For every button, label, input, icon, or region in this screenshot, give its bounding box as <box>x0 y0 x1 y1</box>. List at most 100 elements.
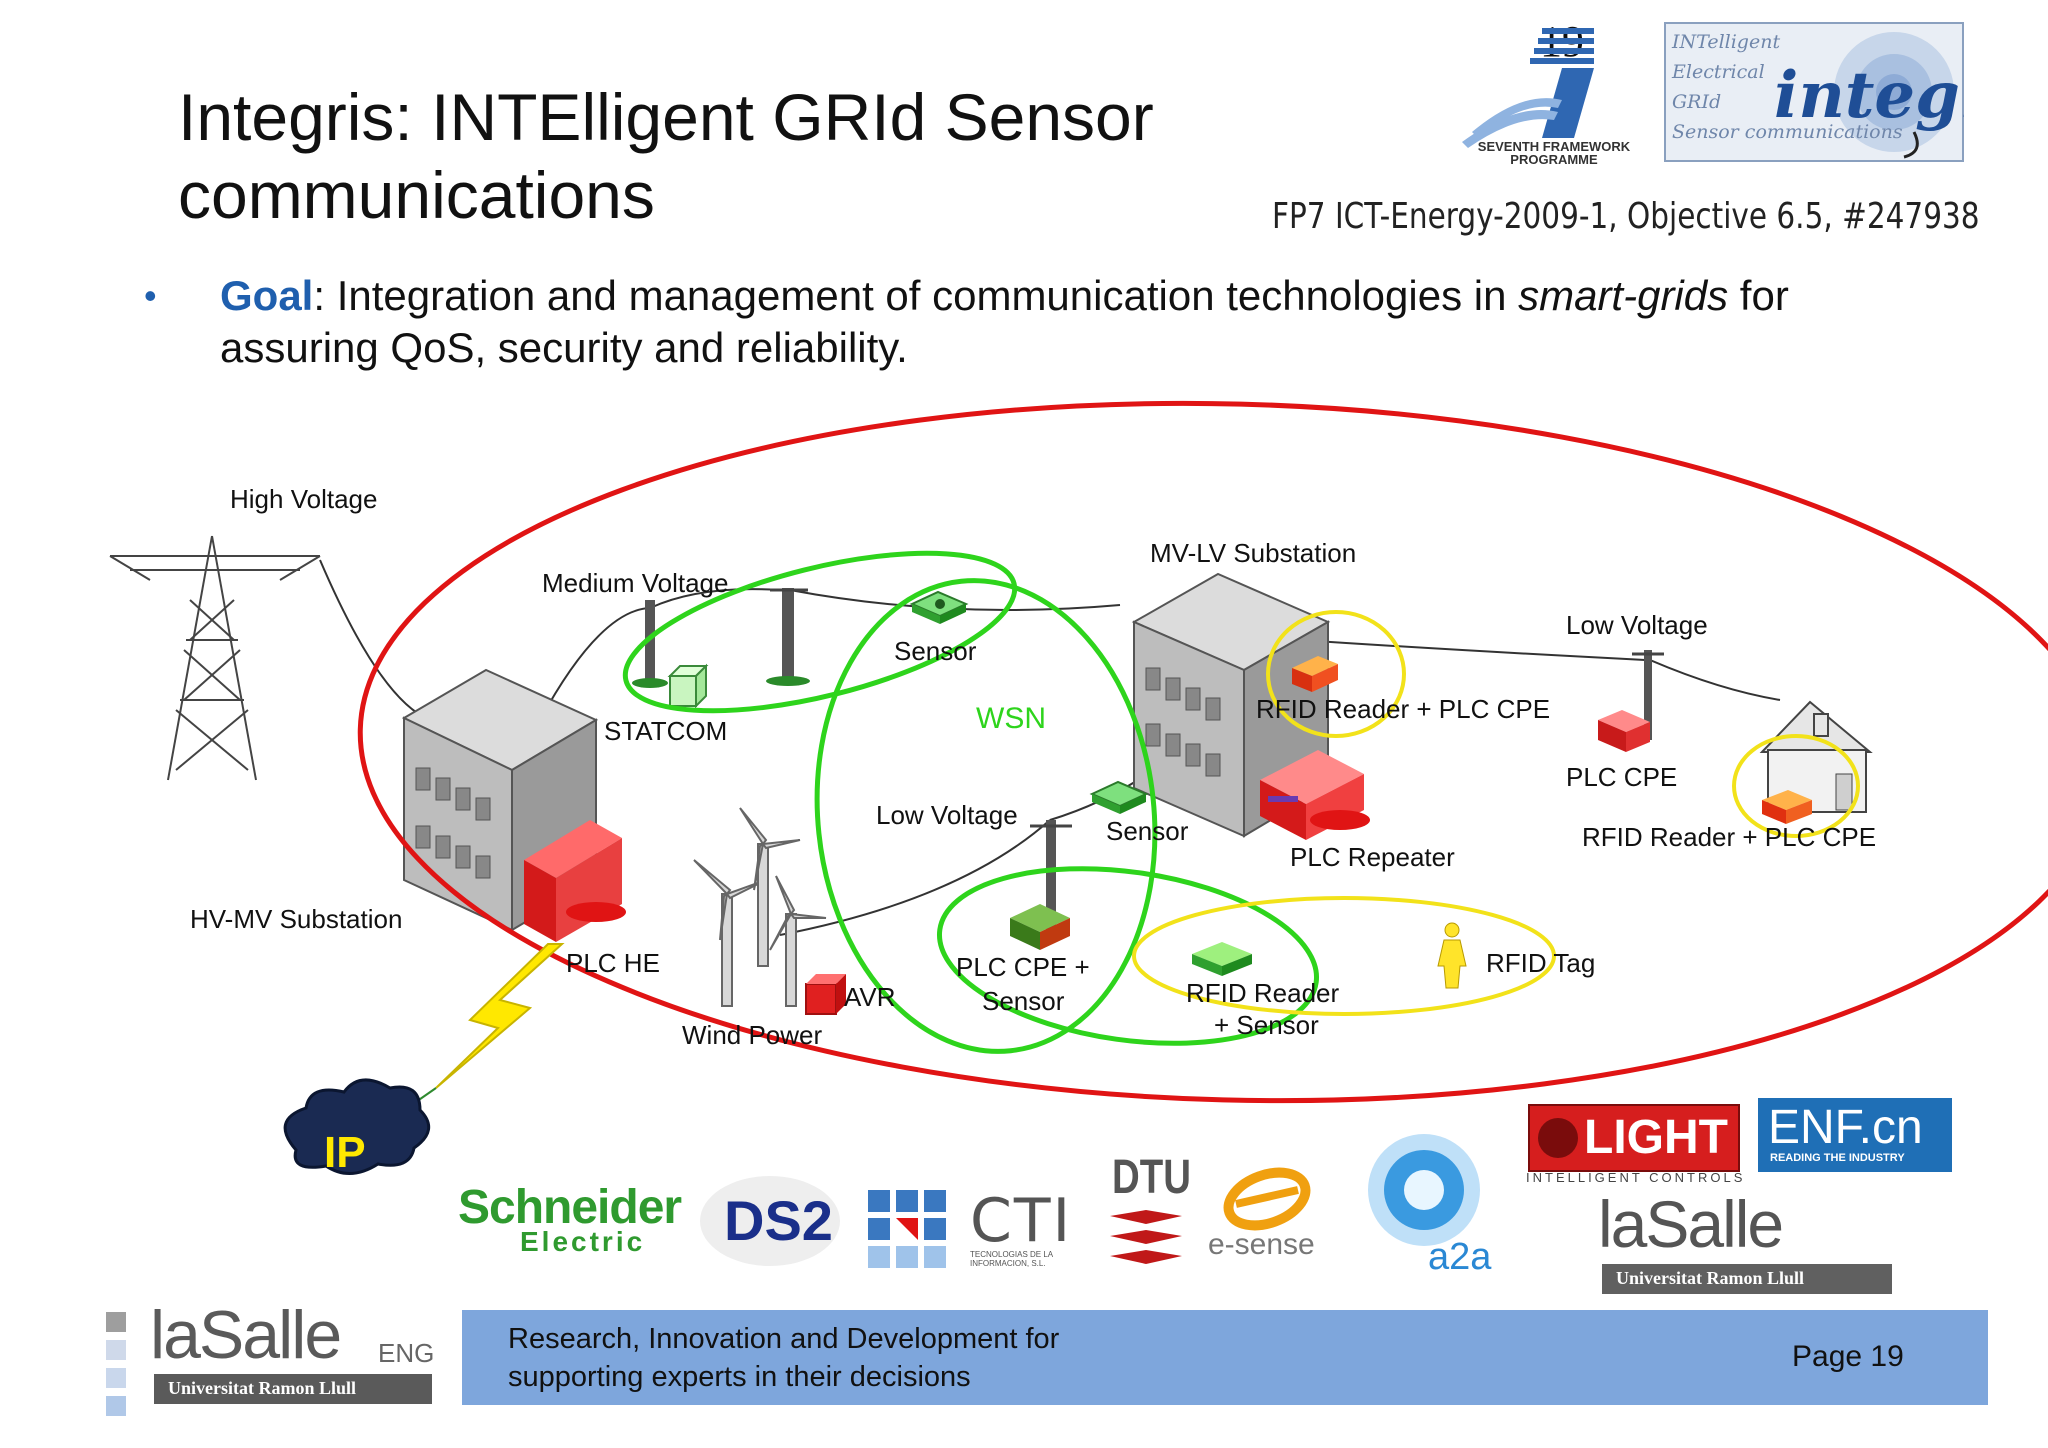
statcom-icon <box>667 663 709 709</box>
footer-bar <box>462 1310 1988 1405</box>
ip-cloud-icon <box>283 1078 431 1175</box>
mv-lv-substation-icon <box>1131 572 1370 840</box>
enf-subtitle: READING THE INDUSTRY <box>1770 1152 1905 1164</box>
a2a-logo-icon <box>1368 1134 1480 1246</box>
lasalle-partner-logo: laSalle <box>1598 1187 1784 1261</box>
dtu-logo: DTU <box>1112 1151 1191 1204</box>
plc-cpe-device-icon <box>1598 710 1650 752</box>
integris-line3: GRId <box>1672 91 1721 113</box>
wsn-cluster-ellipse <box>622 550 1018 714</box>
goal-text-a: : Integration and management of communic… <box>313 272 1519 319</box>
footer-eng-label: ENG <box>378 1338 435 1368</box>
rfid-cluster-ellipse <box>1732 734 1860 838</box>
goal-label: Goal <box>220 272 314 319</box>
a2a-logo: a2a <box>1428 1236 1492 1278</box>
footer-square <box>106 1312 126 1332</box>
footer-square <box>106 1396 126 1416</box>
wind-turbine-icon <box>693 807 827 1007</box>
ds2-logo-backdrop <box>700 1176 840 1266</box>
e-sense-logo: e-sense <box>1208 1228 1315 1261</box>
integris-line4: Sensor communications <box>1672 121 1903 143</box>
ilight-subtitle: INTELLIGENT CONTROLS <box>1526 1170 1746 1185</box>
rfid-cluster-ellipse <box>1266 610 1406 738</box>
label-plc-repeater: PLC Repeater <box>1290 842 1455 872</box>
utility-pole-icon <box>1632 650 1664 740</box>
goal-text-b: for assuring QoS, security and reliabili… <box>220 272 1789 371</box>
bullet-icon: • <box>144 275 157 316</box>
hv-mv-substation-icon <box>401 668 626 942</box>
label-rfid-reader-plc-cpe-2: RFID Reader + PLC CPE <box>1582 822 1877 852</box>
rfid-reader-sensor-icon <box>1192 942 1252 976</box>
utility-pole-icon <box>766 588 810 686</box>
label-wind-power: Wind Power <box>682 1020 823 1050</box>
label-plc-he: PLC HE <box>566 948 660 978</box>
fp7-line2: PROGRAMME <box>1510 152 1598 167</box>
goal-italic: smart-grids <box>1518 272 1729 319</box>
rfid-cluster-ellipse <box>1132 896 1556 1016</box>
label-sensor-top: Sensor <box>894 636 977 666</box>
footer-line1: Research, Innovation and Development for <box>508 1323 1060 1355</box>
footer-square <box>106 1368 126 1388</box>
fp7-line1: SEVENTH FRAMEWORK <box>1478 139 1631 154</box>
label-rfid-reader-sensor-2: + Sensor <box>1214 1010 1319 1040</box>
label-rfid-reader-sensor-1: RFID Reader <box>1186 978 1340 1008</box>
label-plc-cpe-sensor-2: Sensor <box>982 986 1065 1016</box>
smart-grid-diagram <box>109 400 2048 1175</box>
integris-system-boundary <box>357 400 2048 1104</box>
e-sense-logo-icon <box>1223 1167 1311 1231</box>
rfid-tag-person-icon <box>1437 922 1467 989</box>
sensor-device-icon <box>1089 780 1149 814</box>
lightning-bolt-icon <box>435 943 565 1089</box>
ilight-logo: LIGHT <box>1528 1104 1740 1172</box>
utility-pole-icon <box>632 600 668 688</box>
dtu-emblem-icon <box>1110 1210 1182 1264</box>
wsn-cluster-ellipse <box>936 866 1320 1046</box>
footer-square <box>106 1340 126 1360</box>
schneider-logo: Schneider <box>458 1181 682 1234</box>
label-plc-cpe: PLC CPE <box>1566 762 1678 792</box>
lasalle-partner-subtitle: Universitat Ramon Llull <box>1616 1268 1805 1288</box>
label-high-voltage: High Voltage <box>230 484 378 514</box>
ds2-logo: DS2 <box>724 1189 833 1252</box>
integris-word: integris <box>1774 58 1964 133</box>
label-medium-voltage: Medium Voltage <box>542 568 729 598</box>
utility-pole-icon <box>1030 820 1072 930</box>
label-plc-cpe-sensor-1: PLC CPE + <box>956 952 1090 982</box>
footer-university: Universitat Ramon Llull <box>168 1378 357 1398</box>
label-ip: IP <box>324 1128 366 1177</box>
label-low-voltage-right: Low Voltage <box>1566 610 1708 640</box>
ilight-logo-text: LIGHT <box>1584 1111 1728 1164</box>
label-sensor-mid: Sensor <box>1106 816 1189 846</box>
footer-lasalle-logo: laSalle <box>150 1297 342 1373</box>
integris-line1: INTelligent <box>1671 31 1780 53</box>
footer-university-bar: Universitat Ramon Llull <box>154 1374 432 1404</box>
label-wsn: WSN <box>976 702 1046 735</box>
footer-tagline: Research, Innovation and Development for… <box>508 1320 1408 1396</box>
plc-cpe-sensor-icon <box>1010 904 1070 950</box>
schneider-electric-text: Electric <box>520 1226 646 1257</box>
label-hv-mv-substation: HV-MV Substation <box>190 904 403 934</box>
label-low-voltage-mid: Low Voltage <box>876 800 1018 830</box>
fp7-logo: SEVENTH FRAMEWORK PROGRAMME <box>1462 28 1631 167</box>
cti-logo: CTI <box>970 1186 1073 1256</box>
label-avr: AVR <box>844 982 896 1012</box>
sensor-device-icon <box>909 590 969 624</box>
label-rfid-reader-plc-cpe-1: RFID Reader + PLC CPE <box>1256 694 1551 724</box>
cti-grid-logo-icon <box>868 1190 946 1268</box>
wsn-cluster-ellipse <box>814 578 1158 1054</box>
enf-logo: ENF.cn READING THE INDUSTRY <box>1758 1098 1952 1172</box>
page-title: Integris: INTElligent GRId Sensor commun… <box>178 80 1154 232</box>
label-mv-lv-substation: MV-LV Substation <box>1150 538 1357 568</box>
enf-logo-text: ENF.cn <box>1768 1101 1923 1154</box>
project-reference: FP7 ICT-Energy-2009-1, Objective 6.5, #2… <box>1272 196 1980 237</box>
lasalle-partner-bar: Universitat Ramon Llull <box>1602 1264 1892 1294</box>
avr-device-icon <box>805 974 846 1015</box>
footer-page-number: Page 19 <box>1792 1340 1904 1373</box>
high-voltage-tower-icon <box>109 535 321 781</box>
integris-line2: Electrical <box>1671 61 1765 83</box>
integris-logo: INTelligent Electrical GRId Sensor commu… <box>1664 22 1964 162</box>
footer-line2: supporting experts in their decisions <box>508 1361 971 1393</box>
label-statcom: STATCOM <box>604 716 728 746</box>
cti-subtitle: TECNOLOGIAS DE LA INFORMACION, S.L. <box>970 1250 1053 1268</box>
label-rfid-tag: RFID Tag <box>1486 948 1596 978</box>
